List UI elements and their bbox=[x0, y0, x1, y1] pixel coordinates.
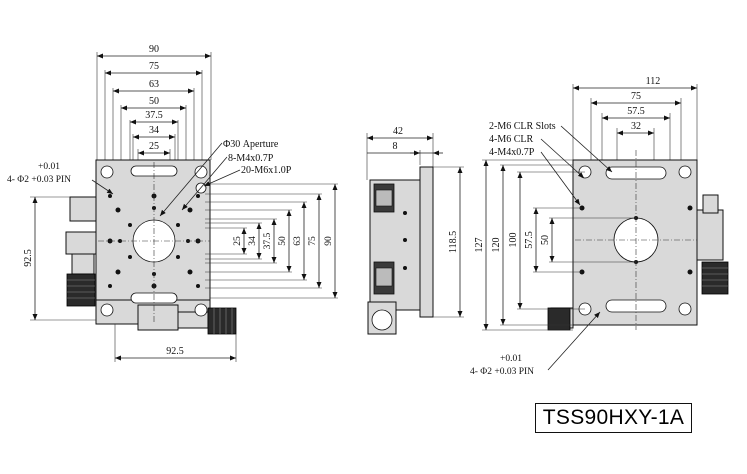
pin-tol-upper: +0.01 bbox=[38, 162, 60, 172]
dim-right-34: 34 bbox=[248, 236, 258, 246]
callout-m6: 20-M6x1.0P bbox=[241, 165, 292, 176]
dim-top-75: 75 bbox=[149, 61, 159, 72]
bcallout-slots: 2-M6 CLR Slots bbox=[489, 121, 556, 132]
top-view-stage bbox=[65, 159, 237, 335]
bdim-top-112: 112 bbox=[646, 76, 661, 87]
dim-left-92-5: 92.5 bbox=[23, 249, 34, 267]
bottom-view-callouts: 2-M6 CLR Slots 4-M6 CLR 4-M4x0.7P +0.01 … bbox=[470, 121, 613, 377]
bottom-view-left-dims: 127 120 100 57.5 50 bbox=[474, 159, 636, 331]
bcallout-m4: 4-M4x0.7P bbox=[489, 147, 535, 158]
bcallout-clr: 4-M6 CLR bbox=[489, 134, 534, 145]
bottom-view-stage bbox=[547, 150, 729, 331]
top-view: 90 75 63 50 37.5 34 25 bbox=[7, 44, 338, 362]
bdim-top-75: 75 bbox=[631, 91, 641, 102]
dim-right-50: 50 bbox=[278, 236, 288, 246]
dim-right-90: 90 bbox=[324, 236, 334, 246]
side-view: 42 8 118.5 bbox=[366, 126, 464, 335]
dim-top-34: 34 bbox=[149, 125, 159, 136]
side-dim-42: 42 bbox=[393, 126, 403, 137]
dim-top-25: 25 bbox=[149, 141, 159, 152]
dim-top-90: 90 bbox=[149, 44, 159, 55]
bdim-top-32: 32 bbox=[631, 121, 641, 132]
dim-right-75: 75 bbox=[308, 236, 318, 246]
bdim-left-127: 127 bbox=[474, 238, 485, 253]
bpin-tol-upper: +0.01 bbox=[500, 354, 522, 364]
pin-label: 4- Φ2 +0.03 PIN bbox=[7, 175, 71, 185]
side-dim-8: 8 bbox=[393, 141, 398, 152]
dim-right-37-5: 37.5 bbox=[263, 232, 273, 249]
dim-right-63: 63 bbox=[293, 236, 303, 246]
dim-top-63: 63 bbox=[149, 79, 159, 90]
top-view-bottom-dim: 92.5 bbox=[114, 324, 237, 362]
top-view-right-dims: 25 34 37.5 50 63 75 90 bbox=[205, 183, 338, 299]
top-view-left-dim: 92.5 bbox=[23, 196, 96, 321]
dim-top-50: 50 bbox=[149, 96, 159, 107]
bottom-view-top-dims: 112 75 57.5 32 bbox=[572, 76, 698, 165]
bottom-view: 112 75 57.5 32 bbox=[470, 76, 729, 377]
dim-top-37-5: 37.5 bbox=[145, 110, 163, 121]
top-view-callouts: Φ30 Aperture 8-M4x0.7P 20-M6x1.0P +0.01 … bbox=[7, 139, 292, 217]
callout-m4: 8-M4x0.7P bbox=[228, 153, 274, 164]
dim-bottom-92-5: 92.5 bbox=[166, 346, 184, 357]
bdim-left-120: 120 bbox=[491, 238, 502, 253]
dim-right-25: 25 bbox=[233, 236, 243, 246]
callout-aperture: Φ30 Aperture bbox=[223, 139, 279, 150]
bdim-top-57-5: 57.5 bbox=[627, 106, 645, 117]
bpin-label: 4- Φ2 +0.03 PIN bbox=[470, 367, 534, 377]
bdim-left-57-5: 57.5 bbox=[524, 231, 535, 249]
bdim-left-100: 100 bbox=[508, 233, 519, 248]
bdim-left-50: 50 bbox=[540, 235, 551, 245]
side-dim-118-5: 118.5 bbox=[448, 231, 459, 253]
top-view-top-dims: 90 75 63 50 37.5 34 25 bbox=[96, 44, 212, 160]
model-label: TSS90HXY-1A bbox=[535, 403, 692, 433]
